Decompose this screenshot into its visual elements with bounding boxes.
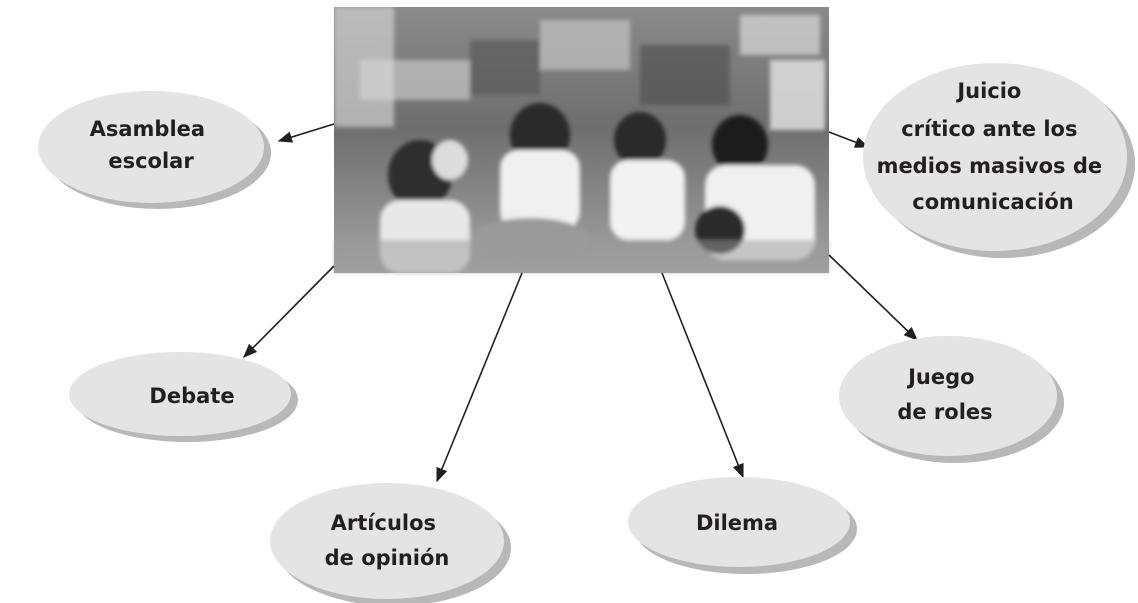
node-asamblea-escolar: Asamblea escolar [38, 91, 271, 209]
node-label: Dilema [696, 511, 778, 535]
node-label: Asamblea escolar [90, 117, 213, 173]
node-line: medios masivos de [877, 154, 1103, 178]
node-line: Dilema [696, 511, 778, 535]
node-line: Debate [149, 384, 234, 408]
node-line: de opinión [325, 546, 450, 570]
node-line: crítico ante los [901, 117, 1077, 141]
arrow-to-debate [242, 265, 335, 359]
node-label: Juego de roles [897, 365, 992, 424]
node-line: comunicación [912, 190, 1074, 214]
arrow-to-asamblea [277, 123, 335, 143]
node-debate: Debate [69, 352, 298, 442]
node-line: Juego [906, 365, 974, 389]
node-line: Asamblea [90, 117, 205, 141]
classroom-photo-icon [334, 7, 829, 273]
node-line: Juicio [955, 79, 1021, 103]
node-line: escolar [108, 149, 194, 173]
node-label: Juicio crítico ante los medios masivos d… [877, 79, 1110, 214]
node-juicio-critico: Juicio crítico ante los medios masivos d… [863, 63, 1135, 258]
arrow-to-dilema [661, 272, 744, 479]
node-line: Artículos [331, 511, 436, 535]
arrow-to-articulos [436, 272, 523, 483]
node-label: Artículos de opinión [325, 511, 450, 570]
node-juego-de-roles: Juego de roles [839, 336, 1064, 463]
node-line: de roles [897, 400, 992, 424]
node-dilema: Dilema [628, 477, 857, 574]
arrow-to-juicio [828, 131, 870, 148]
arrow-to-juego [828, 254, 919, 342]
node-articulos-de-opinion: Artículos de opinión [270, 483, 511, 603]
students-discussion-photo [334, 7, 829, 273]
node-label: Debate [149, 384, 234, 408]
connector-arrows [242, 123, 919, 483]
